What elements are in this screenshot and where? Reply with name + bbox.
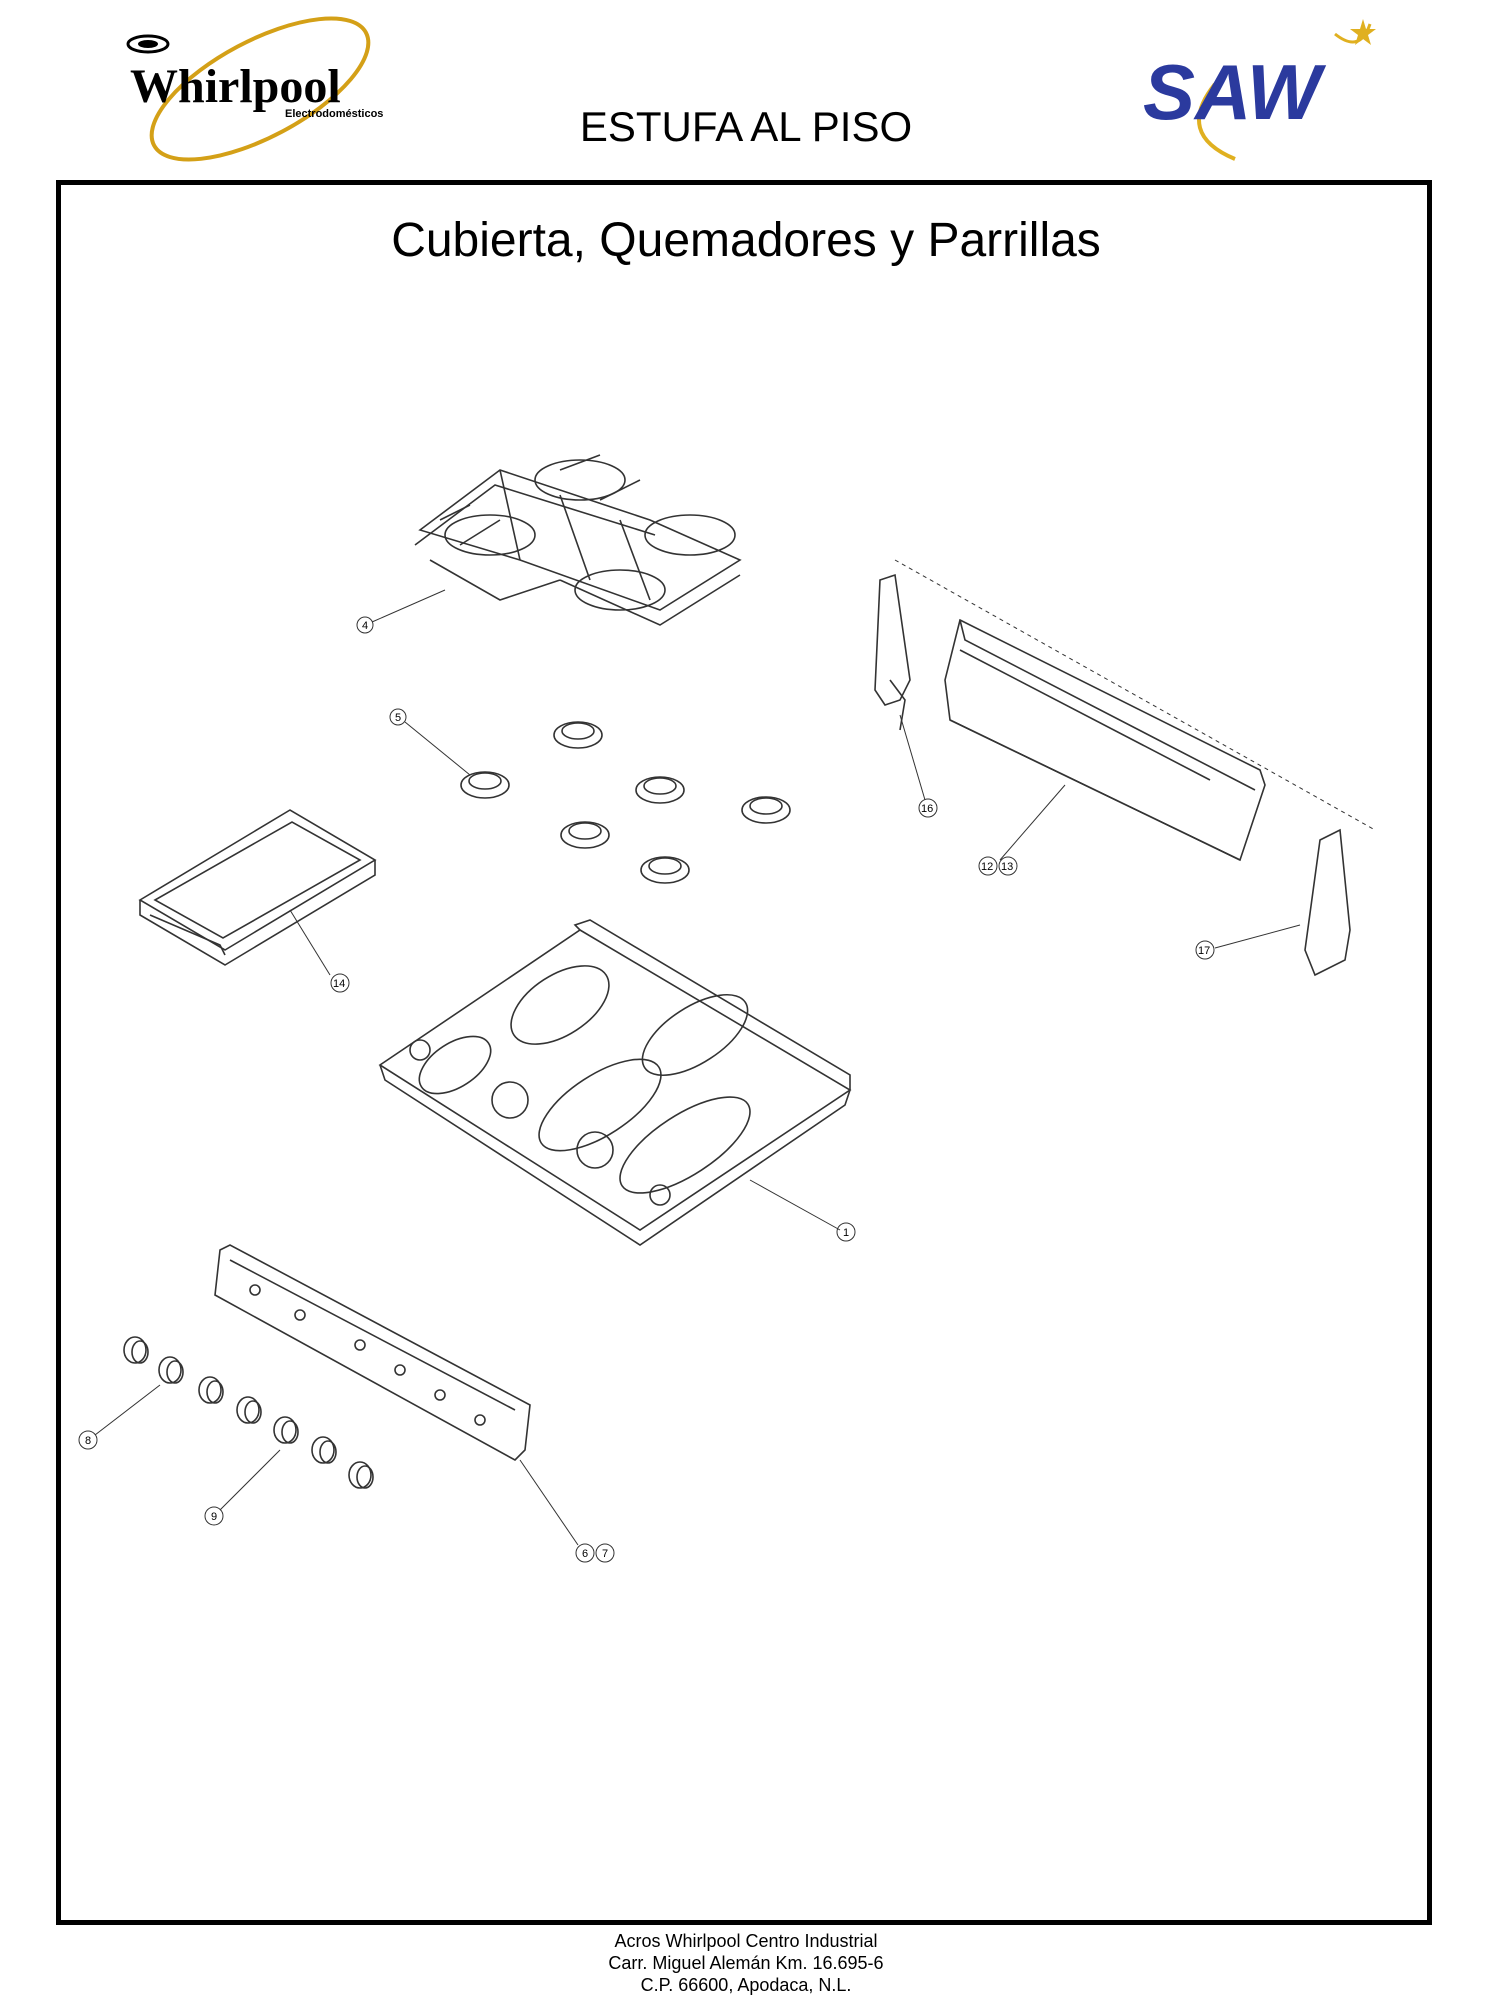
callout-8 (78, 1430, 98, 1450)
svg-text:14: 14 (333, 978, 345, 990)
svg-text:9: 9 (211, 1511, 217, 1523)
diagram-frame (56, 180, 1432, 1925)
svg-text:1: 1 (843, 1227, 849, 1239)
side-bracket-left-part (874, 573, 911, 731)
svg-text:17: 17 (1198, 945, 1210, 957)
svg-text:5: 5 (395, 712, 401, 724)
callout-7 (595, 1543, 615, 1563)
saw-wordmark: SAW (1143, 48, 1327, 136)
footer-line-3: C.P. 66600, Apodaca, N.L. (640, 1975, 852, 1995)
whirlpool-wordmark: Whirlpool (130, 60, 341, 113)
svg-text:8: 8 (85, 1435, 91, 1447)
side-bracket-right-part (1304, 828, 1351, 977)
whirlpool-logo: Whirlpool Electrodomésticos (110, 14, 410, 164)
page-title: ESTUFA AL PISO (579, 103, 913, 150)
svg-text:16: 16 (921, 803, 933, 815)
callout-9 (204, 1506, 224, 1526)
footer-line-2: Carr. Miguel Alemán Km. 16.695-6 (608, 1953, 884, 1973)
svg-text:12: 12 (981, 861, 993, 873)
svg-text:4: 4 (362, 620, 368, 632)
callout-6 (575, 1543, 595, 1563)
callout-17 (1195, 940, 1215, 960)
svg-text:6: 6 (582, 1548, 588, 1560)
callout-16 (918, 798, 938, 818)
svg-text:13: 13 (1001, 861, 1013, 873)
callout-5 (389, 708, 407, 726)
callout-1 (836, 1222, 856, 1242)
section-title: Cubierta, Quemadores y Parrillas (391, 214, 1101, 267)
callout-14 (330, 973, 350, 993)
callout-12 (978, 856, 998, 876)
knobs-part (123, 1336, 374, 1489)
control-panel-part (214, 1244, 531, 1461)
grates-part (414, 454, 742, 626)
exploded-parts-diagram: 4 5 14 1 16 12 13 17 8 9 6 7 (78, 454, 1376, 1563)
svg-text:7: 7 (602, 1548, 608, 1560)
cooktop-part (378, 919, 852, 1246)
footer-address: Acros Whirlpool Centro Industrial Carr. … (0, 1930, 1492, 1996)
burners-part (460, 721, 791, 884)
whirlpool-subtitle: Electrodomésticos (285, 108, 383, 120)
backsplash-part (944, 618, 1266, 862)
callout-13 (998, 856, 1018, 876)
footer-line-1: Acros Whirlpool Centro Industrial (614, 1931, 878, 1951)
saw-logo: SAW (1135, 14, 1380, 164)
griddle-part (138, 809, 377, 966)
callout-4 (356, 616, 374, 634)
